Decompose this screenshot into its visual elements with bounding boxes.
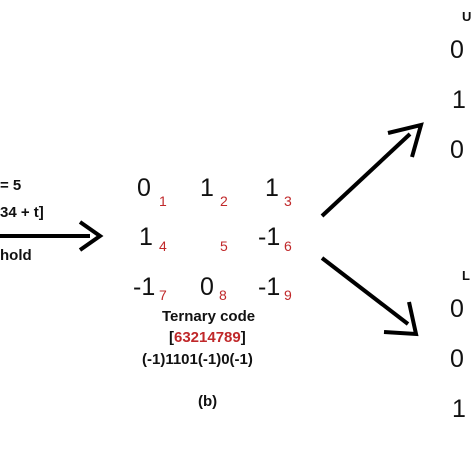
matrix-cell-6-value: -1 bbox=[258, 223, 281, 251]
threshold-line-3: hold bbox=[0, 247, 32, 264]
arrow-to-lower bbox=[320, 256, 419, 337]
matrix-cell-9-value: -1 bbox=[258, 273, 281, 301]
matrix-cell-9-index: 9 bbox=[284, 287, 292, 303]
matrix-cell-2-value: 1 bbox=[200, 174, 214, 202]
caption-title: Ternary code bbox=[162, 308, 256, 325]
matrix-cell-3-index: 3 bbox=[284, 193, 292, 209]
matrix-cell-7-value: -1 bbox=[133, 273, 156, 301]
lower-value-1: 0 bbox=[450, 295, 464, 323]
lower-column-header: L bbox=[462, 268, 470, 283]
arrow-to-upper bbox=[320, 122, 424, 218]
matrix-cell-3-value: 1 bbox=[265, 174, 279, 202]
ternary-code-line: [63214789] bbox=[169, 330, 246, 346]
panel-label: (b) bbox=[198, 393, 218, 410]
upper-value-3: 0 bbox=[450, 136, 464, 164]
matrix-cell-8-index: 8 bbox=[219, 287, 227, 303]
matrix-cell-2-index: 2 bbox=[220, 193, 228, 209]
matrix-cell-4-value: 1 bbox=[139, 223, 153, 251]
matrix-cell-8-value: 0 bbox=[200, 273, 214, 301]
upper-value-2: 1 bbox=[452, 86, 466, 114]
lower-value-3: 1 bbox=[452, 395, 466, 423]
ternary-sequence: (-1)1101(-1)0(-1) bbox=[142, 351, 253, 368]
code-bracket-close: ] bbox=[240, 329, 246, 346]
lower-value-2: 0 bbox=[450, 345, 464, 373]
arrow-into-matrix bbox=[0, 220, 104, 252]
threshold-line-2: 34 + t] bbox=[0, 204, 44, 221]
matrix-cell-1-value: 0 bbox=[137, 174, 151, 202]
code-bracket-open: [ bbox=[169, 329, 174, 346]
matrix-cell-4-index: 4 bbox=[159, 238, 167, 254]
upper-value-1: 0 bbox=[450, 36, 464, 64]
matrix-cell-1-index: 1 bbox=[159, 193, 167, 209]
ternary-code: 63214789 bbox=[174, 329, 241, 346]
threshold-line-1: = 5 bbox=[0, 177, 22, 194]
matrix-cell-6-index: 6 bbox=[284, 238, 292, 254]
matrix-cell-5-index: 5 bbox=[220, 238, 228, 254]
matrix-cell-7-index: 7 bbox=[159, 287, 167, 303]
upper-column-header: U bbox=[462, 9, 472, 24]
